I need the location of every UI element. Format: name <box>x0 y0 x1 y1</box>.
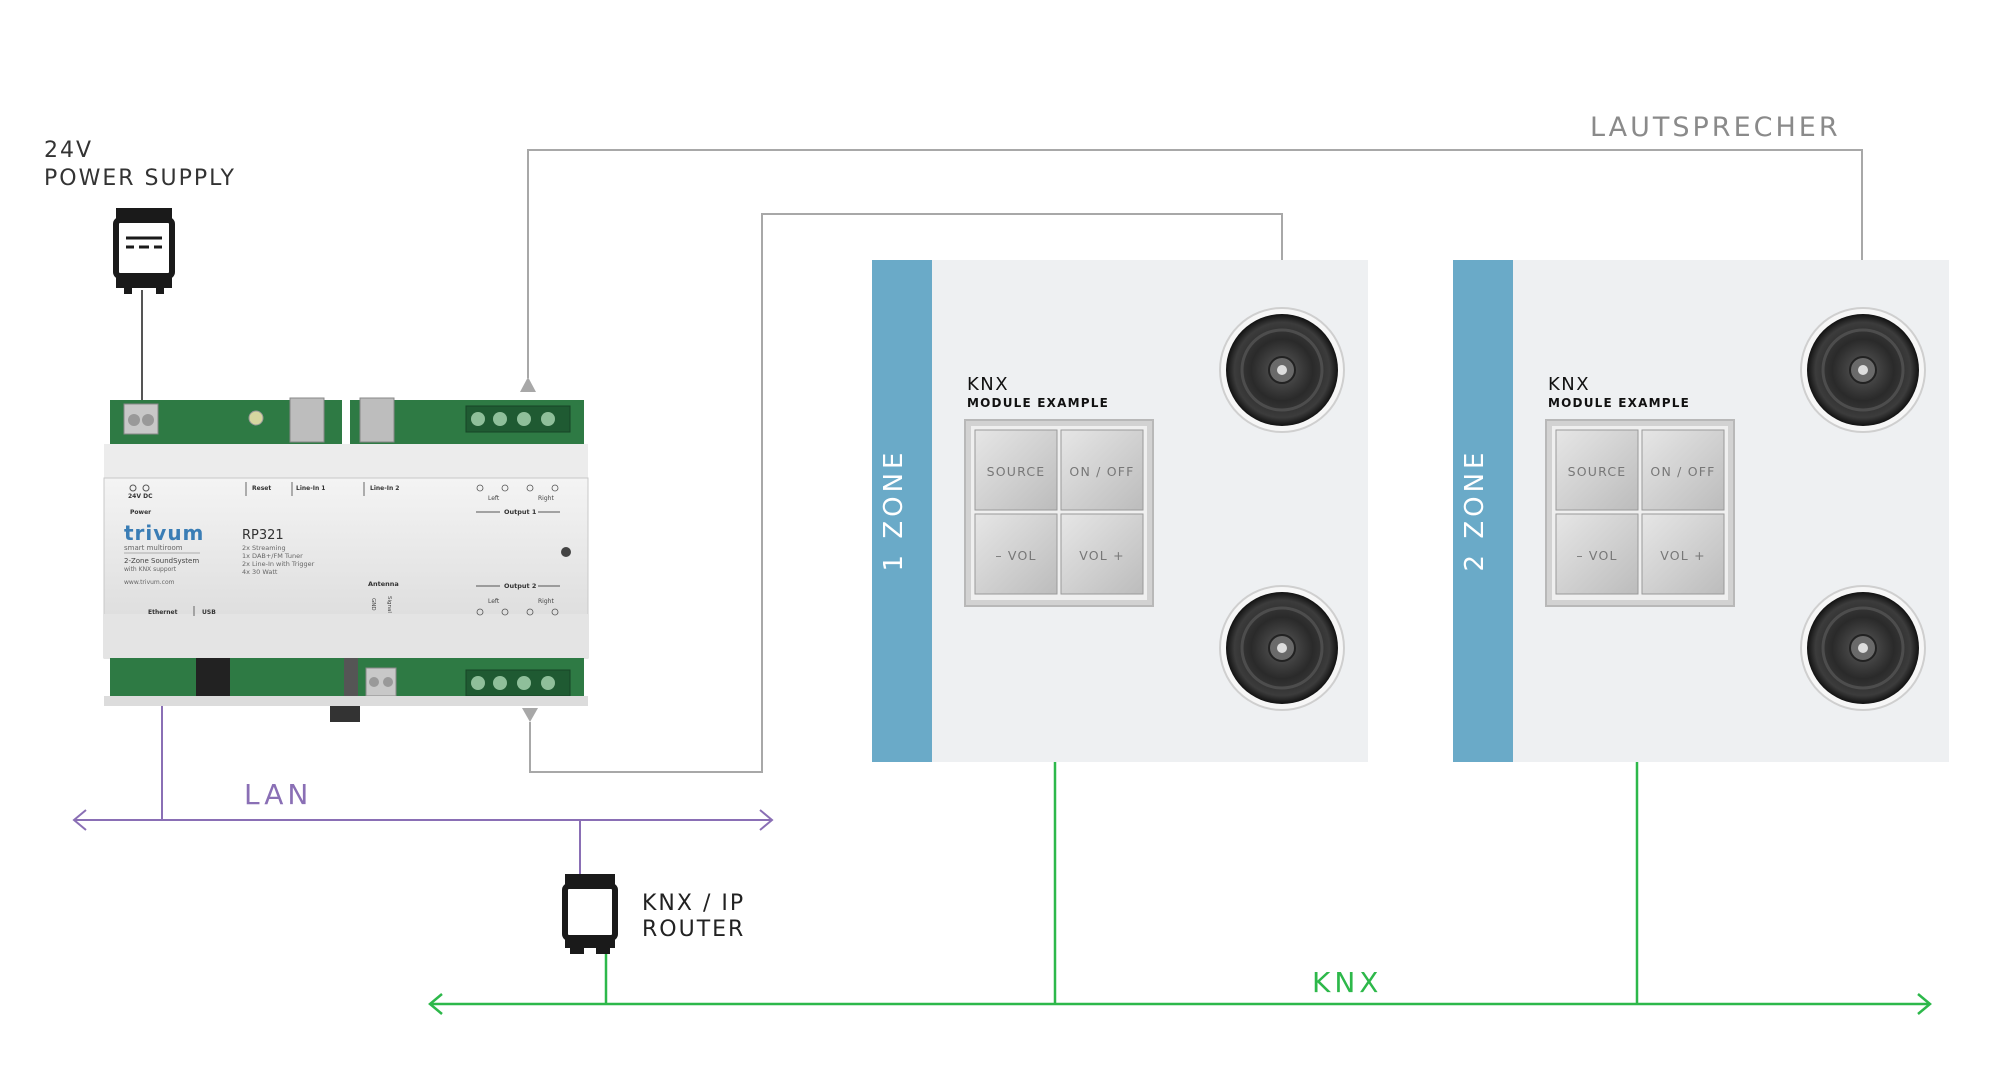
label-line-in-2: Line-In 2 <box>370 485 399 492</box>
router-label-line2: ROUTER <box>642 917 745 942</box>
ceiling-speaker-icon <box>1800 307 1926 433</box>
label-right-2: Right <box>538 598 554 605</box>
label-power: Power <box>130 509 151 516</box>
module-title: KNX <box>967 374 1009 395</box>
label-output-2: Output 2 <box>504 582 536 590</box>
label-usb: USB <box>202 609 216 616</box>
feature-4: 4x 30 Watt <box>242 568 278 576</box>
label-ethernet: Ethernet <box>148 609 178 616</box>
knx-button-label: SOURCE <box>987 464 1046 479</box>
label-signal: Signal <box>386 596 392 613</box>
device-desc-3: www.trivum.com <box>124 579 175 586</box>
knx-button-label: – VOL <box>1576 548 1617 563</box>
module-title: KNX <box>1548 374 1590 395</box>
zone-bar <box>1453 260 1513 762</box>
brand-logo: trivum <box>124 521 204 545</box>
ceiling-speaker-icon <box>1800 585 1926 711</box>
knx-button-label: ON / OFF <box>1650 464 1715 479</box>
feature-2: 1x DAB+/FM Tuner <box>242 552 303 560</box>
trivum-device: 24V DC Power Reset Line-In 1 Line-In 2 t… <box>103 397 589 722</box>
knx-button[interactable]: SOURCE <box>974 429 1058 511</box>
lan-bus <box>72 706 774 874</box>
knx-button[interactable]: VOL + <box>1060 513 1144 595</box>
device-desc-2: with KNX support <box>124 566 177 573</box>
module-subtitle: MODULE EXAMPLE <box>1548 396 1690 410</box>
knx-button-label: – VOL <box>995 548 1036 563</box>
knx-bus-label: KNX <box>1312 966 1383 999</box>
speakers-bus-label: LAUTSPRECHER <box>1590 112 1841 143</box>
device-desc-1: 2-Zone SoundSystem <box>124 557 199 565</box>
zone-label: 2 ZONE <box>1460 449 1490 572</box>
ceiling-speaker-icon <box>1219 307 1345 433</box>
knx-button[interactable]: SOURCE <box>1555 429 1639 511</box>
brand-subtitle: smart multiroom <box>124 544 183 552</box>
din-clip <box>330 702 360 722</box>
wire-arrow-down <box>522 708 538 722</box>
label-24v-dc: 24V DC <box>128 493 153 500</box>
ceiling-speaker-icon <box>1219 585 1345 711</box>
module-subtitle: MODULE EXAMPLE <box>967 396 1109 410</box>
zone-label: 1 ZONE <box>879 449 909 572</box>
label-output-1: Output 1 <box>504 508 537 516</box>
power-supply-icon <box>113 208 175 294</box>
knx-button-label: ON / OFF <box>1069 464 1134 479</box>
label-antenna: Antenna <box>368 580 399 588</box>
status-led <box>561 547 571 557</box>
speaker-wire-output-1 <box>527 149 1863 378</box>
knx-ip-router-icon <box>562 874 618 954</box>
zone-bar <box>872 260 932 762</box>
label-gnd: GND <box>370 598 376 611</box>
lan-label: LAN <box>244 778 312 811</box>
router-label-line1: KNX / IP <box>642 891 745 916</box>
knx-button[interactable]: ON / OFF <box>1641 429 1725 511</box>
knx-button[interactable]: VOL + <box>1641 513 1725 595</box>
device-model: RP321 <box>242 528 284 543</box>
label-reset: Reset <box>252 485 271 492</box>
label-line-in-1: Line-In 1 <box>296 485 325 492</box>
knx-button[interactable]: – VOL <box>1555 513 1639 595</box>
reset-led <box>248 410 264 426</box>
label-left-1: Left <box>488 495 500 502</box>
speaker-wire-output-2 <box>529 213 1283 773</box>
knx-button-label: VOL + <box>1079 548 1125 563</box>
knx-button[interactable]: ON / OFF <box>1060 429 1144 511</box>
knx-button-label: VOL + <box>1660 548 1706 563</box>
label-left-2: Left <box>488 598 500 605</box>
feature-1: 2x Streaming <box>242 544 286 552</box>
feature-3: 2x Line-In with Trigger <box>242 560 315 568</box>
power-supply-label-line2: POWER SUPPLY <box>44 166 236 191</box>
knx-button[interactable]: – VOL <box>974 513 1058 595</box>
label-right-1: Right <box>538 495 554 502</box>
power-supply-label-line1: 24V <box>44 138 93 163</box>
wire-arrow-up <box>520 377 536 392</box>
knx-button-label: SOURCE <box>1568 464 1627 479</box>
